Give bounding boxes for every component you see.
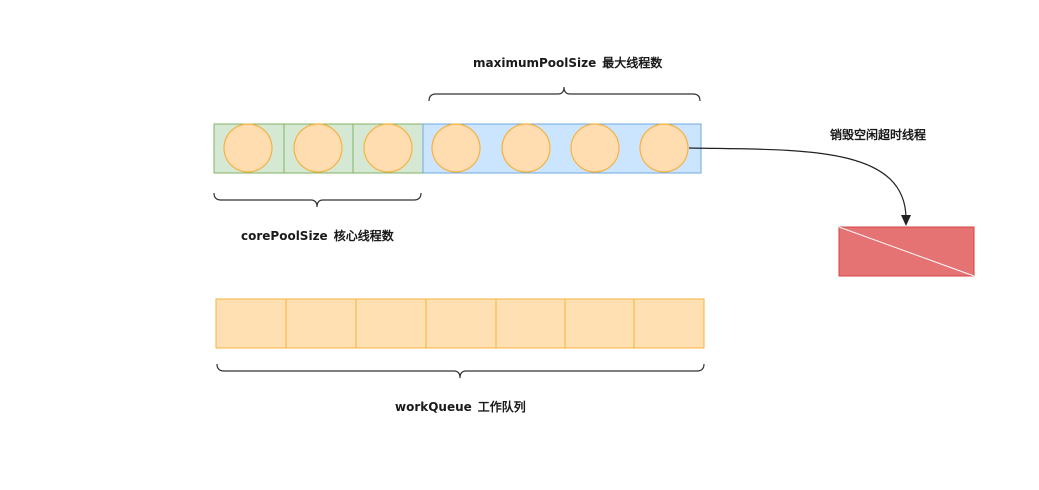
core-pool-size-name: corePoolSize <box>241 229 328 243</box>
extra-thread <box>570 123 620 173</box>
core-thread <box>363 123 413 173</box>
destroy-arrow <box>688 147 907 219</box>
destroy-arrowhead <box>901 215 911 226</box>
extra-thread <box>639 123 689 173</box>
queue-slot <box>285 298 357 349</box>
maximum-pool-brace <box>428 86 701 102</box>
queue-slot <box>495 298 566 349</box>
extra-thread <box>501 123 551 173</box>
destroy-idle-thread-text: 销毁空闲超时线程 <box>830 128 927 142</box>
extra-thread <box>431 123 481 173</box>
queue-slot <box>215 298 287 349</box>
work-queue-desc: 工作队列 <box>477 400 526 414</box>
queue-slot <box>355 298 427 349</box>
destroy-idle-thread-label: 销毁空闲超时线程 <box>830 128 926 142</box>
queue-slot <box>564 298 635 349</box>
destroyed-thread-slash <box>838 226 975 277</box>
core-pool-size-desc: 核心线程数 <box>333 229 394 243</box>
work-queue-brace <box>216 363 705 379</box>
work-queue-name: workQueue <box>395 400 472 414</box>
work-queue-label: workQueue 工作队列 <box>395 400 526 414</box>
core-thread <box>293 123 343 173</box>
maximum-pool-size-name: maximumPoolSize <box>473 56 597 70</box>
queue-slot <box>633 298 705 349</box>
core-pool-brace <box>213 192 422 208</box>
maximum-pool-size-label: maximumPoolSize 最大线程数 <box>473 56 662 70</box>
core-thread <box>223 123 273 173</box>
maximum-pool-size-desc: 最大线程数 <box>602 56 663 70</box>
core-pool-size-label: corePoolSize 核心线程数 <box>241 229 394 243</box>
queue-slot <box>425 298 497 349</box>
